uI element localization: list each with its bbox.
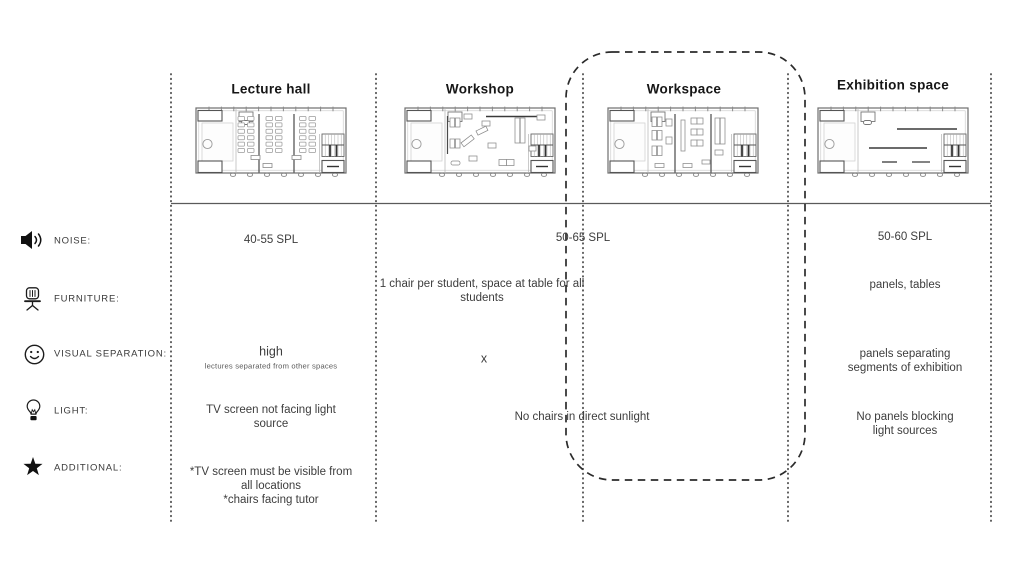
row-label-furniture: FURNITURE: (54, 293, 120, 305)
cell-light-workshop-workspace: No chairs in direct sunlight (514, 410, 650, 423)
row-label-noise: NOISE: (54, 235, 92, 247)
speaker-icon (21, 231, 42, 249)
cell-visual-separation-lecture-value: high (259, 344, 283, 359)
row-label-additional: ADDITIONAL: (54, 462, 123, 474)
column-header-workspace: Workspace (646, 81, 722, 97)
floorplan-workshop (404, 105, 556, 178)
workspace-highlight-outline (565, 51, 806, 481)
row-label-visual-separation: VISUAL SEPARATION: (54, 348, 167, 360)
cell-light-lecture: TV screen not facing light source (206, 403, 336, 430)
lightbulb-icon (26, 399, 41, 421)
cell-visual-separation-lecture-note: lectures separated from other spaces (204, 361, 338, 371)
column-header-lecture-hall: Lecture hall (231, 81, 311, 97)
cell-noise-lecture-hall: 40-55 SPL (243, 233, 299, 246)
column-header-exhibition-space: Exhibition space (836, 77, 950, 93)
smiley-face-icon (24, 344, 45, 365)
office-chair-icon (24, 287, 41, 311)
cell-furniture-exhibition: panels, tables (869, 278, 941, 291)
cell-visual-separation-exhibition: panels separating segments of exhibition (847, 347, 963, 374)
cell-furniture-lecture-workshop-workspace: 1 chair per student, space at table for … (379, 277, 585, 304)
column-header-workshop: Workshop (445, 81, 515, 97)
cell-light-exhibition: No panels blocking light sources (856, 410, 954, 437)
row-label-light: LIGHT: (54, 405, 89, 417)
floorplan-lecture-hall (195, 105, 347, 178)
floorplan-exhibition-space (817, 105, 969, 178)
floorplan-workspace (607, 105, 759, 178)
cell-additional-lecture: *TV screen must be visible from all loca… (189, 465, 353, 507)
cell-noise-exhibition: 50-60 SPL (877, 230, 933, 243)
star-icon (23, 457, 43, 476)
cell-noise-workshop-workspace: 50-65 SPL (555, 231, 611, 244)
cell-visual-separation-workshop: x (480, 351, 488, 366)
